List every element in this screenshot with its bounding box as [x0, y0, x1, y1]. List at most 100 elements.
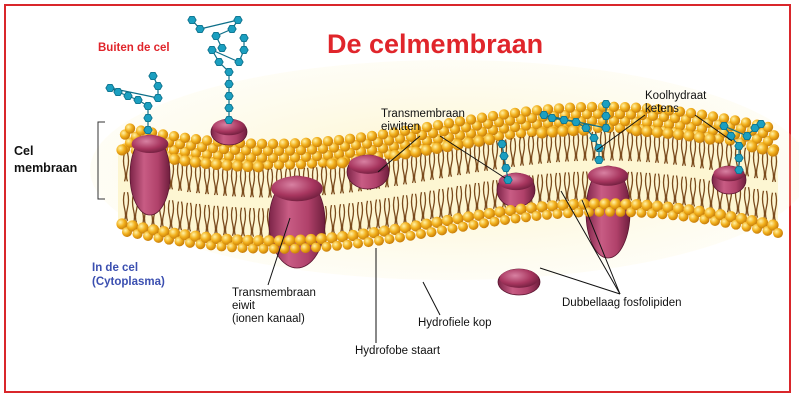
sugar-bead: [217, 44, 227, 52]
lipid-tail: [257, 208, 262, 238]
lipid-head: [693, 205, 706, 217]
lipid-head: [672, 202, 685, 215]
lipid-head: [179, 132, 191, 144]
lipid-tail: [356, 201, 361, 231]
hydrophilic-head-label: Hydrofiele kop: [418, 317, 492, 329]
lipid-tail: [746, 187, 751, 217]
lipid-head: [605, 206, 615, 217]
lipid-head: [389, 223, 401, 236]
lipid-tail: [458, 146, 463, 176]
lipid-head: [500, 215, 510, 226]
lipid-tail: [455, 185, 460, 215]
cell-membrane-label: Cel membraan: [14, 143, 77, 177]
lipid-head: [768, 130, 780, 141]
lipid-tail: [539, 174, 544, 204]
lipid-head: [683, 204, 695, 216]
leader-bilayer-3: [581, 199, 621, 295]
lipid-head: [295, 144, 307, 156]
lipid-head: [489, 216, 500, 227]
lipid-head: [651, 200, 664, 212]
lipid-head: [608, 101, 620, 113]
lipid-head: [479, 218, 489, 229]
sugar-bead: [571, 118, 581, 126]
lipid-tail: [377, 199, 382, 229]
lipid-tail: [701, 139, 706, 169]
carbohydrate-chains-label-line2: ketens: [645, 103, 679, 115]
sugar-bead: [734, 165, 744, 175]
lipid-head: [441, 140, 454, 153]
lipid-head: [295, 158, 307, 170]
lipid-head: [388, 127, 400, 138]
lipid-head: [168, 131, 180, 142]
lipid-head: [473, 209, 485, 221]
lipid-head: [201, 135, 213, 146]
lipid-tail: [206, 204, 211, 234]
lipid-head: [483, 207, 496, 220]
lipid-tail: [248, 168, 253, 198]
lipid-tail: [185, 163, 190, 193]
lipid-tail: [341, 204, 346, 234]
lipid-tail: [662, 134, 667, 164]
lipid-head: [234, 151, 246, 163]
lipid-tail: [179, 201, 184, 231]
lipid-head: [520, 106, 532, 117]
channel-protein-label: Transmembraan eiwit (ionen kanaal): [232, 287, 316, 326]
sugar-bead: [105, 84, 115, 92]
lipid-head: [567, 124, 580, 137]
transmembrane-proteins-label: Transmembraan eiwitten: [381, 108, 465, 134]
lipid-tail: [770, 153, 775, 183]
lipid-tail: [257, 168, 262, 198]
sugar-bead: [499, 151, 509, 161]
lipid-tail: [701, 179, 706, 209]
lipid-tail: [485, 181, 490, 211]
lipid-tail: [392, 196, 397, 226]
lipid-tail: [635, 132, 640, 162]
lipid-tail: [248, 207, 253, 237]
lipid-head: [347, 229, 359, 242]
lipid-head: [315, 233, 328, 245]
leader-bilayer-2: [560, 190, 621, 295]
lipid-tail: [581, 131, 586, 161]
lipid-head: [245, 138, 257, 149]
sugar-bead: [547, 114, 557, 122]
lipid-tail: [557, 172, 562, 202]
lipid-head: [651, 126, 664, 138]
lipid-tail: [260, 208, 265, 238]
lipid-head: [714, 209, 727, 221]
lipid-tail: [575, 132, 580, 162]
lipid-head: [399, 148, 412, 160]
lipid-tail: [323, 166, 328, 196]
lipid-tail: [572, 171, 577, 201]
lipid-head: [311, 242, 321, 253]
sugar-bead: [224, 68, 234, 76]
lipid-tail: [473, 182, 478, 212]
lipid-head: [223, 151, 235, 162]
sugar-bead: [148, 72, 158, 80]
lipid-head: [135, 125, 147, 136]
lipid-tail: [170, 200, 175, 230]
lipid-tail: [422, 192, 427, 222]
leader-bilayer-1: [539, 267, 621, 295]
lipid-head: [536, 127, 548, 139]
sugar-bead: [187, 15, 197, 25]
lipid-tail: [494, 180, 499, 210]
lipid-tail: [437, 188, 442, 218]
lipid-head: [443, 118, 455, 129]
lipid-tail: [575, 171, 580, 201]
lipid-tail: [656, 134, 661, 164]
lipid-tail: [122, 192, 127, 222]
lipid-head: [284, 234, 296, 247]
lipid-tail: [620, 131, 625, 161]
sugar-bead: [601, 124, 611, 133]
lipid-head: [767, 145, 779, 157]
sugar-bead: [726, 131, 736, 141]
lipid-tail: [710, 141, 715, 171]
lipid-tail: [692, 177, 697, 207]
lipid-head: [487, 110, 499, 122]
lipid-tail: [359, 201, 364, 231]
lipid-tail: [626, 132, 631, 162]
lipid-head: [410, 146, 422, 158]
sugar-bead: [581, 124, 591, 133]
chain-link: [723, 125, 748, 137]
lipid-tail: [752, 188, 757, 218]
